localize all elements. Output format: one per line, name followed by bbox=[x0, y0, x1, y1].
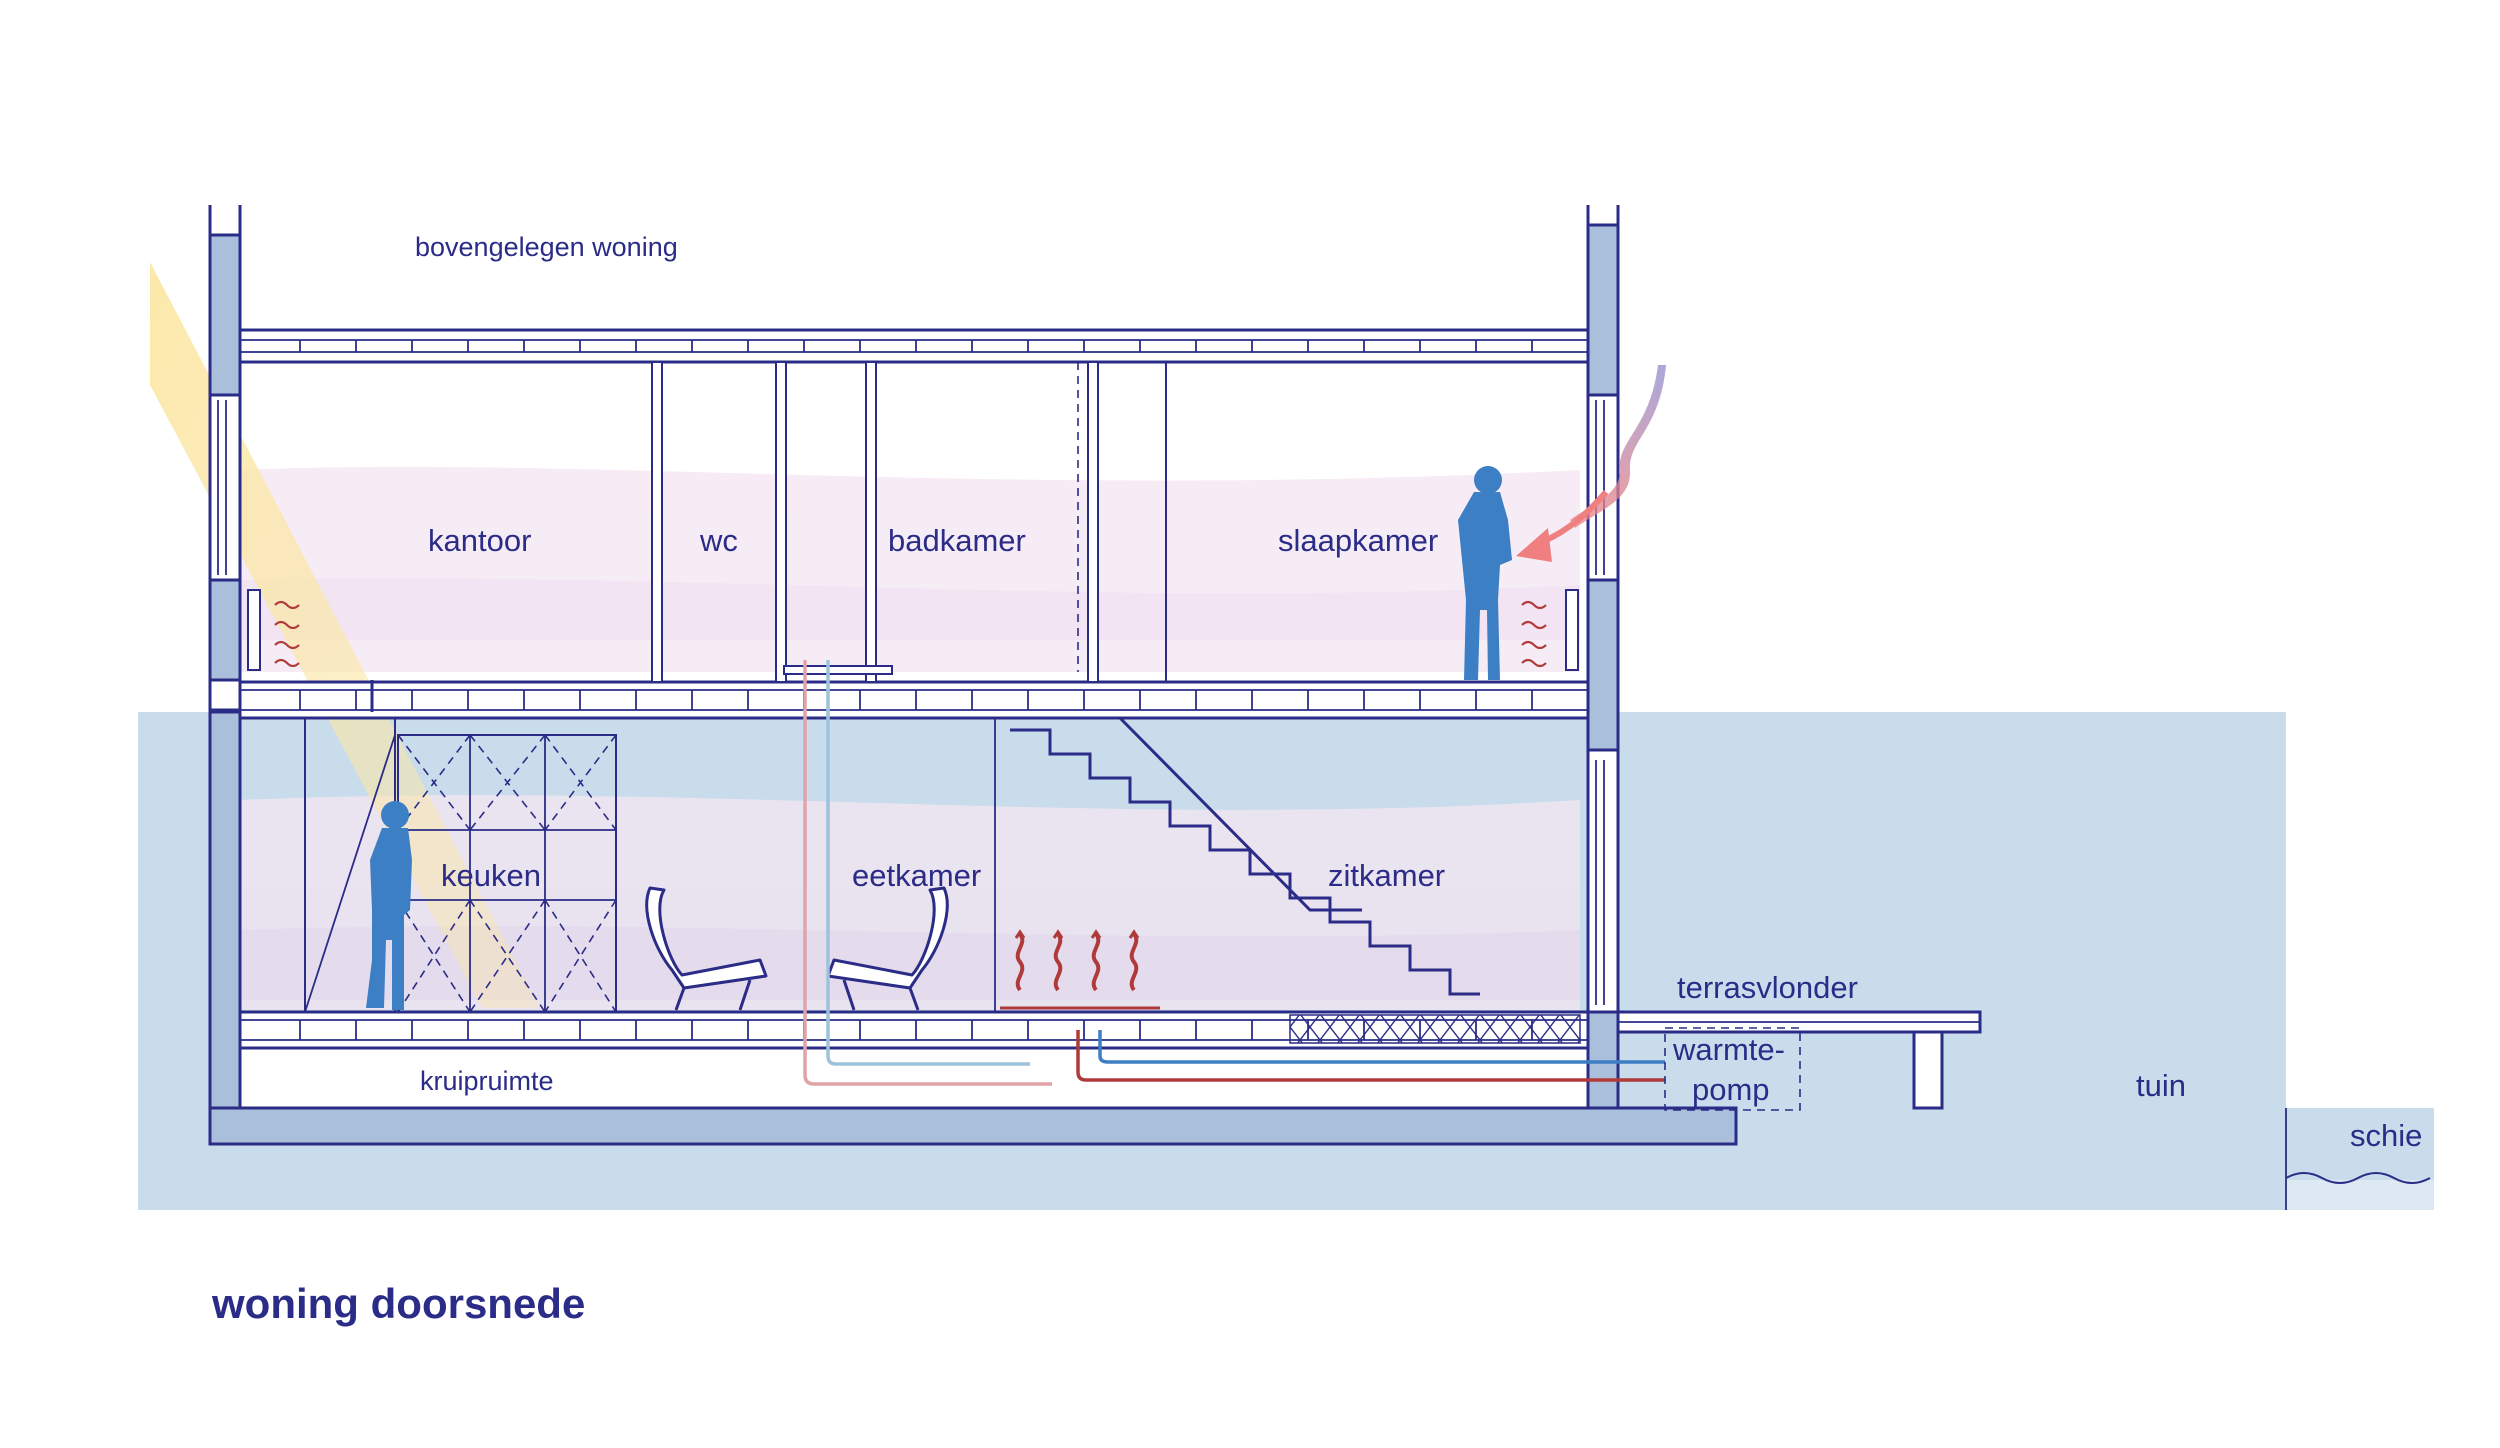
label-warmtepomp-1: warmte- bbox=[1672, 1032, 1785, 1067]
person-looking-up-icon bbox=[366, 801, 412, 1010]
water-wave-icon bbox=[2285, 1172, 2431, 1184]
heat-pump-box bbox=[1664, 1027, 1801, 1111]
middle-slab bbox=[238, 680, 1590, 720]
foundation-slab bbox=[208, 1106, 1738, 1146]
label-zitkamer: zitkamer bbox=[1328, 858, 1445, 893]
label-eetkamer: eetkamer bbox=[852, 858, 981, 893]
label-warmtepomp-2: pomp bbox=[1692, 1072, 1770, 1107]
label-slaapkamer: slaapkamer bbox=[1278, 523, 1438, 558]
page-title: woning doorsnede bbox=[211, 1280, 585, 1327]
label-wc: wc bbox=[699, 523, 738, 558]
floor-insulation bbox=[1289, 1014, 1581, 1044]
label-tuin: tuin bbox=[2136, 1068, 2186, 1103]
crawlspace bbox=[238, 1046, 1590, 1110]
staircase-icon bbox=[994, 716, 1480, 1012]
room-labels: bovengelegen woning kantoor wc badkamer … bbox=[415, 232, 2422, 1153]
upper-partitions bbox=[370, 361, 1167, 712]
ventilation-air bbox=[1516, 365, 1666, 562]
person-standing-icon bbox=[1458, 466, 1512, 680]
lounge-chair-icon bbox=[645, 886, 949, 1011]
warm-arrow-icon bbox=[1516, 528, 1552, 562]
upper-dwelling-label: bovengelegen woning bbox=[415, 232, 678, 262]
label-badkamer: badkamer bbox=[888, 523, 1026, 558]
heat-wave-icon bbox=[1000, 929, 1160, 1010]
terrace-deck bbox=[1616, 1010, 1982, 1110]
label-schie: schie bbox=[2350, 1118, 2422, 1153]
top-slab bbox=[238, 328, 1590, 364]
floor-slabs bbox=[238, 328, 1590, 1110]
radiator-icon bbox=[247, 589, 1579, 671]
label-kruipruimte: kruipruimte bbox=[420, 1066, 554, 1096]
sun-ray-icon bbox=[150, 262, 540, 1008]
heat-pump-pipes bbox=[803, 660, 1665, 1086]
label-kantoor: kantoor bbox=[428, 523, 531, 558]
ground bbox=[138, 712, 2434, 1210]
label-keuken: keuken bbox=[441, 858, 541, 893]
label-terrasvlonder: terrasvlonder bbox=[1677, 970, 1858, 1005]
air-glow bbox=[238, 466, 1580, 1010]
outer-walls bbox=[208, 205, 1620, 1110]
